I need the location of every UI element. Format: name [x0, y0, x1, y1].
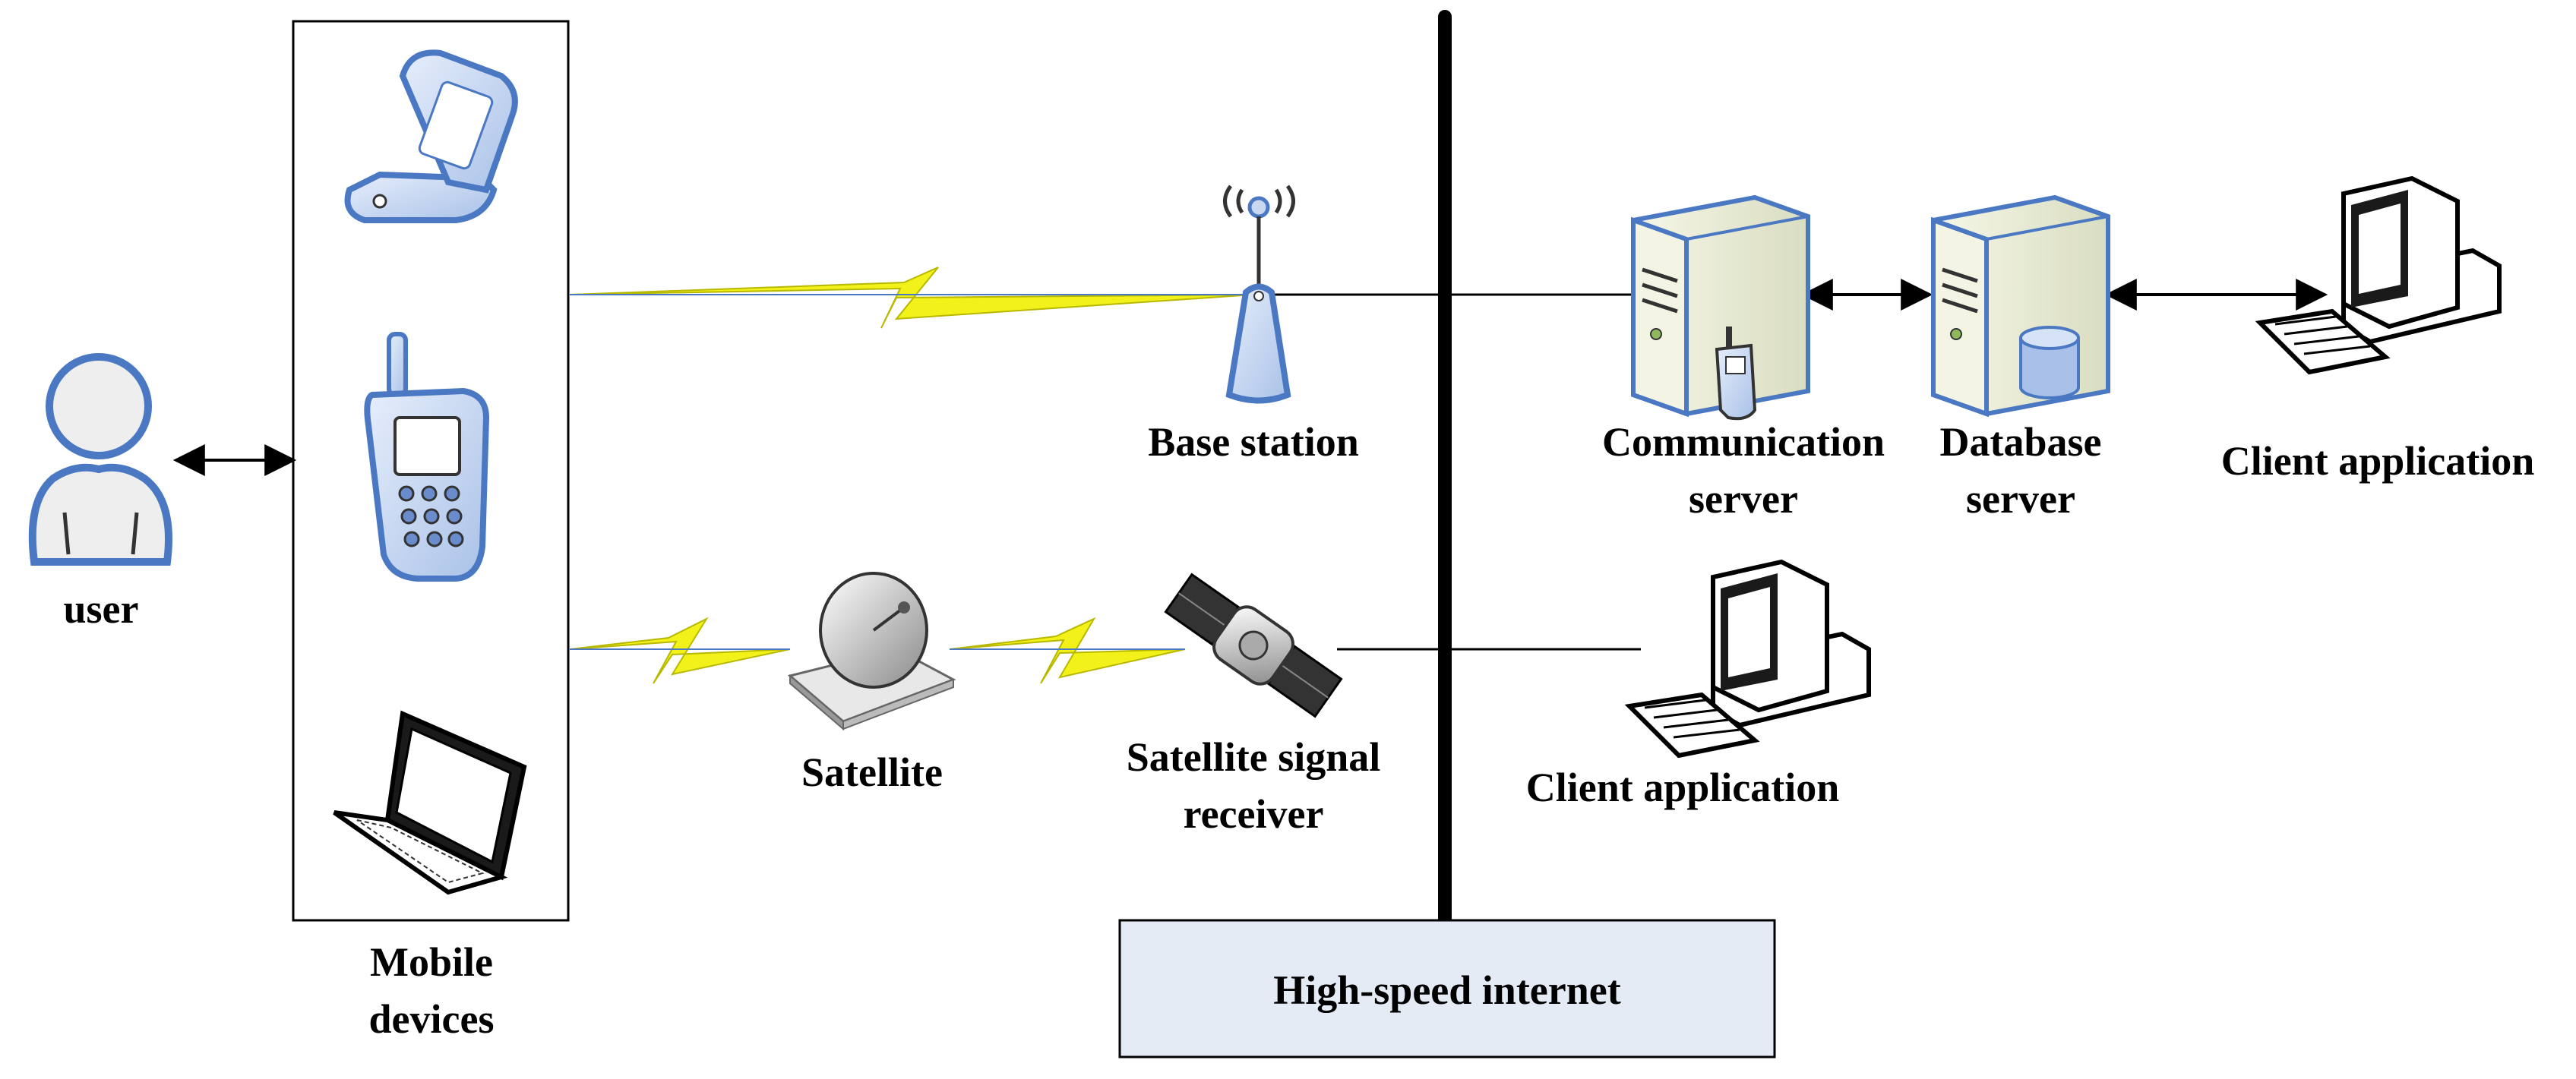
cell-phone-icon: [1715, 327, 1757, 421]
lightning-icon: [569, 267, 1254, 329]
internet-box: [1118, 919, 1776, 1058]
database-icon: [2019, 326, 2080, 399]
lightning-icon: [569, 617, 791, 684]
satellite-receiver-label: Satellite signal: [1127, 734, 1381, 780]
desktop-computer-icon: [2255, 175, 2502, 375]
satellite-receiver-label: receiver: [1184, 791, 1324, 837]
internet-label: High-speed internet: [1273, 967, 1620, 1013]
client-application-label: Client application: [2221, 438, 2535, 484]
cell-phone-icon: [364, 332, 490, 582]
communication-server-label: Communication: [1602, 419, 1885, 465]
database-server-label: Database: [1940, 419, 2102, 465]
flip-phone-icon: [344, 49, 518, 223]
mobile-devices-label: Mobile: [370, 939, 493, 985]
base-station-label: Base station: [1148, 419, 1359, 465]
laptop-icon: [333, 710, 527, 895]
satellite-icon: [1164, 573, 1343, 718]
server-icon: [1931, 194, 2110, 418]
satellite-dish-icon: [787, 572, 956, 731]
antenna-icon: [1223, 185, 1295, 404]
user-label: user: [64, 586, 139, 632]
mobile-devices-label: devices: [369, 996, 495, 1042]
server-icon: [1631, 194, 1810, 421]
user-icon: [28, 353, 172, 566]
satellite-label: Satellite: [801, 749, 943, 795]
lightning-icon: [949, 617, 1186, 684]
client-application-label: Client application: [1526, 765, 1840, 810]
communication-server-label: server: [1689, 476, 1798, 522]
database-server-label: server: [1966, 476, 2075, 522]
mobile-devices-box: [292, 20, 570, 922]
desktop-computer-icon: [1624, 559, 1871, 759]
